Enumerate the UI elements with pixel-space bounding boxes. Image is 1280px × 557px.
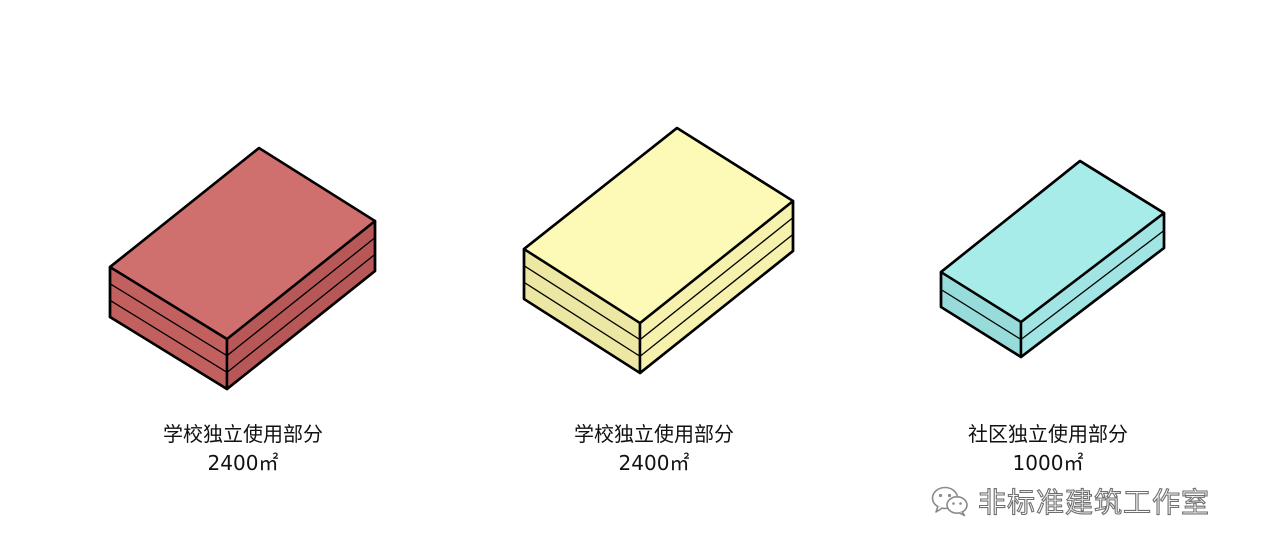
block-name: 学校独立使用部分: [163, 422, 323, 446]
watermark-text: 非标准建筑工作室: [977, 485, 1211, 519]
block-school-1: [108, 146, 377, 391]
block-school-2: [522, 126, 795, 375]
block-label-school-2: 学校独立使用部分 2400㎡: [524, 420, 784, 478]
block-label-school-1: 学校独立使用部分 2400㎡: [113, 420, 373, 478]
block-community: [939, 159, 1166, 359]
floor-line: [523, 217, 794, 341]
block-outline: [939, 159, 1166, 359]
watermark: 非标准建筑工作室: [930, 483, 1211, 520]
floor-line: [109, 253, 376, 374]
block-outline: [522, 126, 795, 375]
wechat-icon: [931, 486, 968, 517]
floor-line: [109, 237, 376, 357]
floor-line: [940, 229, 1165, 341]
block-area: 2400㎡: [207, 451, 279, 475]
block-area: 2400㎡: [618, 451, 690, 475]
block-label-community: 社区独立使用部分 1000㎡: [918, 420, 1178, 478]
block-outline: [108, 146, 377, 391]
block-name: 学校独立使用部分: [574, 422, 734, 446]
block-name: 社区独立使用部分: [968, 422, 1128, 446]
floor-line: [523, 233, 794, 358]
block-area: 1000㎡: [1012, 451, 1084, 475]
